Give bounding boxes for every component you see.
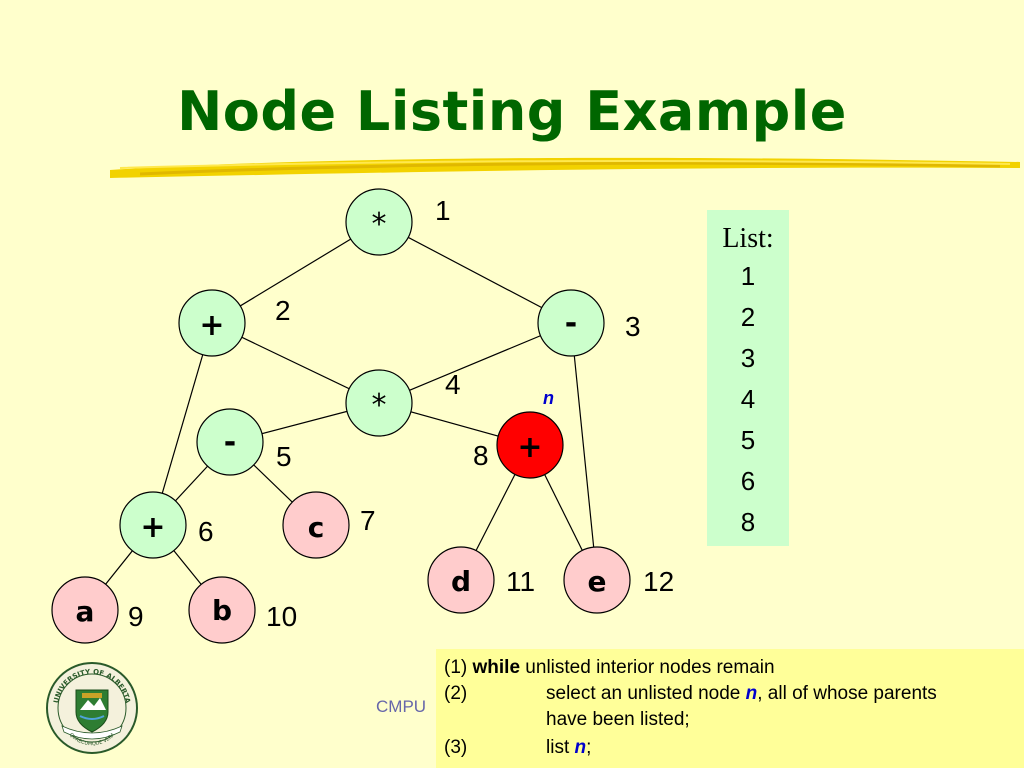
node-10-label: b xyxy=(212,594,232,627)
node-10: b xyxy=(188,576,256,644)
list-item: 8 xyxy=(740,507,756,537)
node-11-number: 11 xyxy=(506,566,535,597)
edge-1-3 xyxy=(378,221,572,324)
list-item: 2 xyxy=(740,302,756,332)
line-3-var: n xyxy=(574,737,587,758)
algorithm-line-2: select an unlisted node n, all of whose … xyxy=(546,681,937,707)
algorithm-box: (1) while unlisted interior nodes remain… xyxy=(436,649,1024,768)
node-3-number: 3 xyxy=(625,311,641,342)
node-12-label: e xyxy=(588,565,607,598)
footer-course-text: CMPU xyxy=(376,697,427,716)
slide-title: Node Listing Example xyxy=(177,80,847,143)
algorithm-line-3: list n; xyxy=(546,735,591,761)
node-4: * xyxy=(345,369,413,437)
node-2-number: 2 xyxy=(275,295,291,326)
node-8-label: + xyxy=(517,430,542,465)
node-3: - xyxy=(537,289,605,357)
node-5: - xyxy=(196,408,264,476)
node-2-label: + xyxy=(199,308,224,343)
node-6-number: 6 xyxy=(198,516,214,547)
algorithm-line-1: (1) while unlisted interior nodes remain xyxy=(444,655,775,681)
node-9-label: a xyxy=(76,595,95,628)
node-4-number: 4 xyxy=(445,369,461,400)
algorithm-line-2-continued: have been listed; xyxy=(546,709,690,730)
node-7-label: c xyxy=(308,511,325,544)
node-5-label: - xyxy=(224,425,236,460)
list-title: List: xyxy=(722,223,774,254)
dag-diagram: * + - * - + c xyxy=(51,188,674,644)
line-1-text: unlisted interior nodes remain xyxy=(520,657,775,678)
node-1-label: * xyxy=(372,207,387,242)
line-3-post: ; xyxy=(586,737,592,758)
line-3-pre: list xyxy=(546,737,575,758)
node-12-number: 12 xyxy=(643,566,674,597)
algorithm-line-3-number: (3) xyxy=(444,737,468,758)
node-1: * xyxy=(345,188,413,256)
node-9: a xyxy=(51,576,119,644)
line-2-pre: select an unlisted node xyxy=(546,683,746,704)
node-1-number: 1 xyxy=(435,195,451,226)
edge-3-4 xyxy=(378,322,572,404)
node-4-label: * xyxy=(372,388,387,423)
algorithm-line-2-number: (2) xyxy=(444,683,468,704)
while-keyword: while xyxy=(472,657,521,678)
node-6: + xyxy=(119,491,187,559)
node-6-label: + xyxy=(140,510,165,545)
line-2-post: , all of whose parents xyxy=(757,683,937,704)
university-crest-logo: UNIVERSITY OF ALBERTA QUAECUMQUE VERA xyxy=(46,662,138,754)
node-3-label: - xyxy=(565,306,577,341)
node-7-number: 7 xyxy=(360,505,376,536)
edge-3-12 xyxy=(570,322,598,581)
node-8-number: 8 xyxy=(473,440,489,471)
node-2: + xyxy=(178,289,246,357)
line-2-var: n xyxy=(745,683,758,704)
node-8: + xyxy=(496,411,564,479)
list-item: 5 xyxy=(740,425,756,455)
list-item: 1 xyxy=(740,261,756,291)
edge-2-6 xyxy=(152,322,213,526)
node-12: e xyxy=(563,546,631,614)
listed-nodes-panel: List: 1 2 3 4 5 6 8 xyxy=(707,210,789,546)
current-node-marker: n xyxy=(543,388,554,408)
node-10-number: 10 xyxy=(266,601,297,632)
node-7: c xyxy=(282,491,350,559)
line-1-number: (1) xyxy=(444,657,468,678)
node-11-label: d xyxy=(451,565,471,598)
list-item: 6 xyxy=(740,466,756,496)
list-item: 3 xyxy=(740,343,756,373)
list-item: 4 xyxy=(740,384,756,414)
node-9-number: 9 xyxy=(128,601,144,632)
node-5-number: 5 xyxy=(276,441,292,472)
title-underline-stroke xyxy=(110,157,1020,178)
node-11: d xyxy=(427,546,495,614)
